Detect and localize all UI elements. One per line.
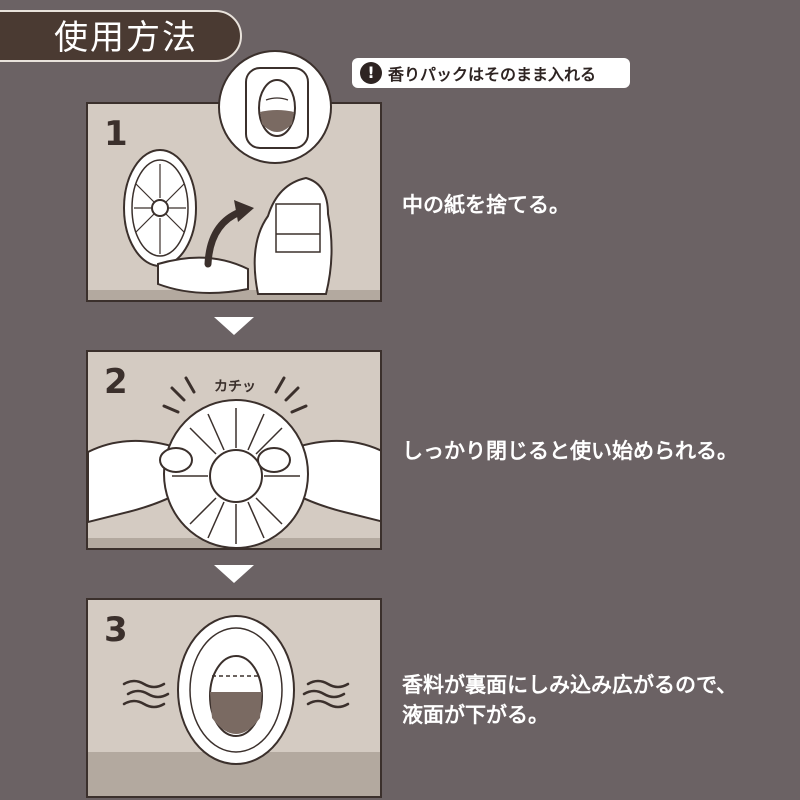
step-2-number: 2 xyxy=(104,362,128,402)
step-2-panel: 2 カチッ xyxy=(86,350,382,550)
step-3-panel: 3 xyxy=(86,598,382,798)
note-badge: ! 香りパックはそのまま入れる xyxy=(352,58,630,88)
click-sound-label: カチッ xyxy=(214,379,256,395)
exclamation-icon: ! xyxy=(360,62,382,84)
panel-floor xyxy=(88,290,380,300)
step-1-illustration xyxy=(123,149,333,295)
down-arrow-icon xyxy=(214,317,254,335)
step-3-illustration xyxy=(122,615,350,765)
page-title: 使用方法 xyxy=(0,10,242,62)
step-1-number: 1 xyxy=(104,114,128,154)
step-3-text: 香料が裏面にしみ込み広がるので、 液面が下がる。 xyxy=(402,670,737,730)
step-2-text: しっかり閉じると使い始められる。 xyxy=(402,439,738,463)
step-3-text-line1: 香料が裏面にしみ込み広がるので、 xyxy=(402,673,738,697)
note-text: 香りパックはそのまま入れる xyxy=(388,65,597,84)
step-2-illustration xyxy=(88,376,380,548)
down-arrow-icon xyxy=(214,565,254,583)
scent-pack-icon xyxy=(245,67,309,149)
pack-closeup-bubble xyxy=(218,50,332,164)
step-1-text: 中の紙を捨てる。 xyxy=(402,193,570,217)
step-3-text-line2: 液面が下がる。 xyxy=(402,703,549,727)
step-3-number: 3 xyxy=(104,610,128,650)
